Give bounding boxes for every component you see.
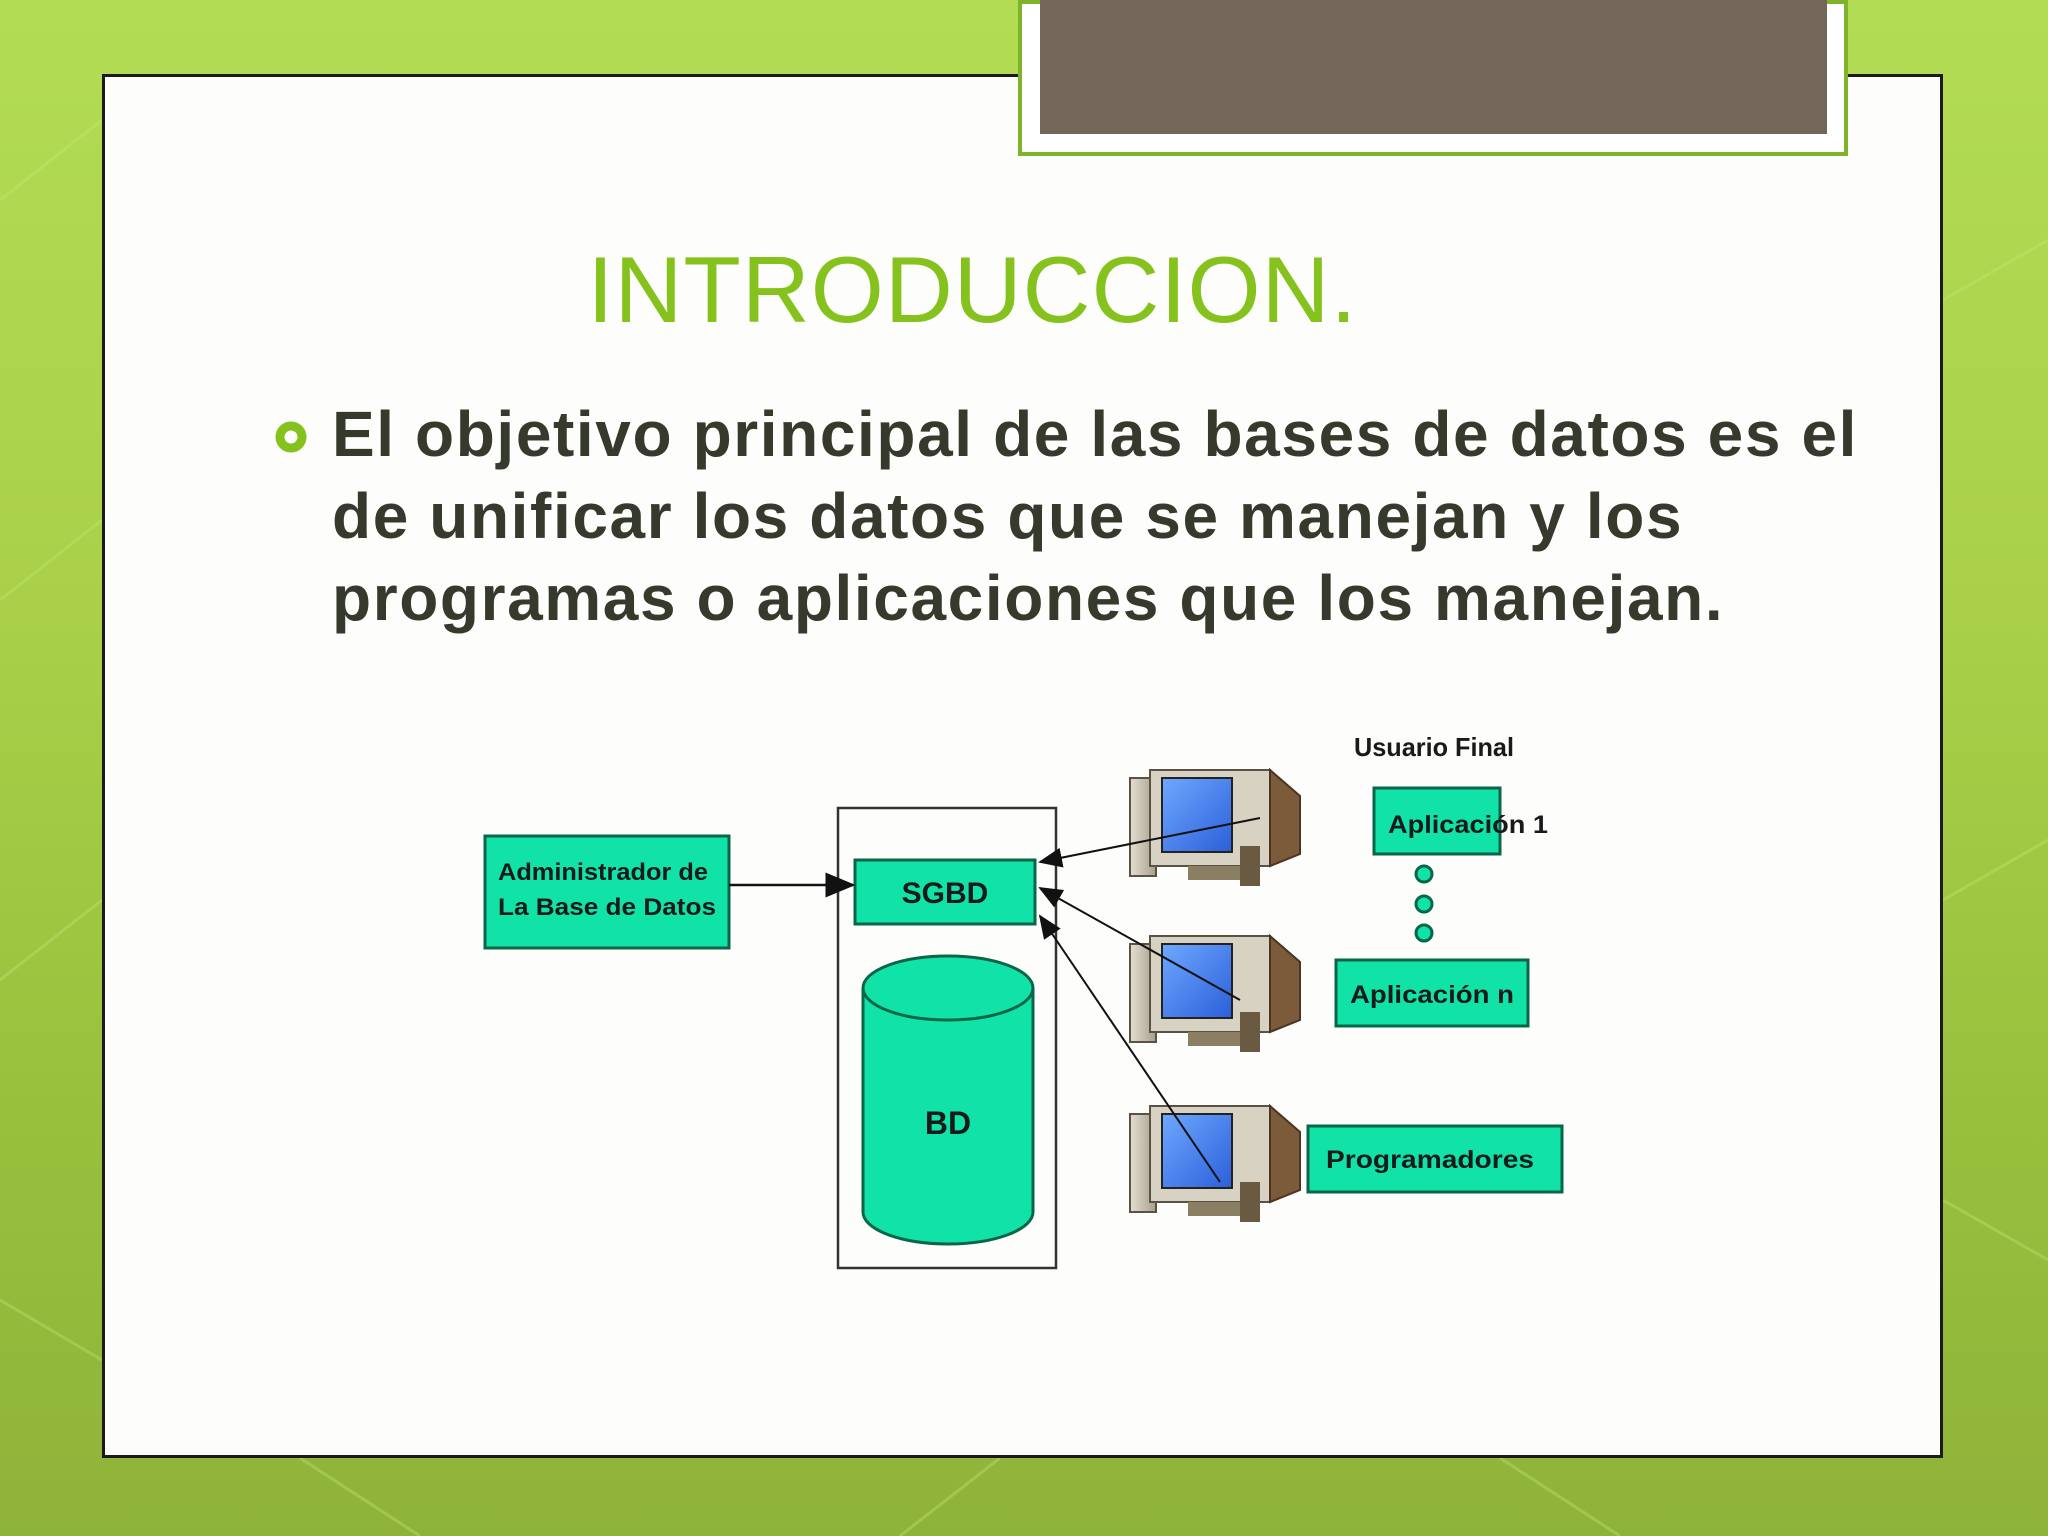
programmer-to-sgbd-arrow xyxy=(1038,914,1221,1183)
app1-box xyxy=(1372,786,1502,856)
usuario-final-label: Usuario Final xyxy=(1354,732,1514,762)
ellipsis-dots xyxy=(1414,864,1434,943)
sgbd-label: SGBD xyxy=(902,877,989,910)
computer-icon xyxy=(1129,767,1301,886)
database-architecture-diagram: Administrador de La Base de Datos SGBD B… xyxy=(483,732,1564,1270)
user1-to-sgbd-arrow xyxy=(1038,817,1261,868)
appn-label: Aplicación n xyxy=(1350,981,1514,1009)
slide-title: INTRODUCCION. xyxy=(587,237,1358,342)
usern-to-sgbd-arrow xyxy=(1038,887,1241,1001)
database-cylinder-icon xyxy=(861,954,1035,1246)
programadores-label: Programadores xyxy=(1326,1146,1534,1174)
app1-label: Aplicación 1 xyxy=(1388,811,1548,839)
sgbd-container xyxy=(836,806,1058,1270)
admin-label-line1: Administrador de xyxy=(498,859,708,886)
header-tab xyxy=(1040,0,1827,134)
computer-icon xyxy=(1129,933,1301,1052)
bd-label: BD xyxy=(925,1105,971,1141)
ring-bullet-icon xyxy=(275,421,307,453)
appn-box xyxy=(1334,958,1530,1028)
computer-icon xyxy=(1129,1103,1301,1222)
admin-box xyxy=(483,834,731,950)
programadores-box xyxy=(1306,1124,1564,1194)
admin-label-line2: La Base de Datos xyxy=(498,894,716,921)
bullet-text: El objetivo principal de las bases de da… xyxy=(332,398,1859,634)
